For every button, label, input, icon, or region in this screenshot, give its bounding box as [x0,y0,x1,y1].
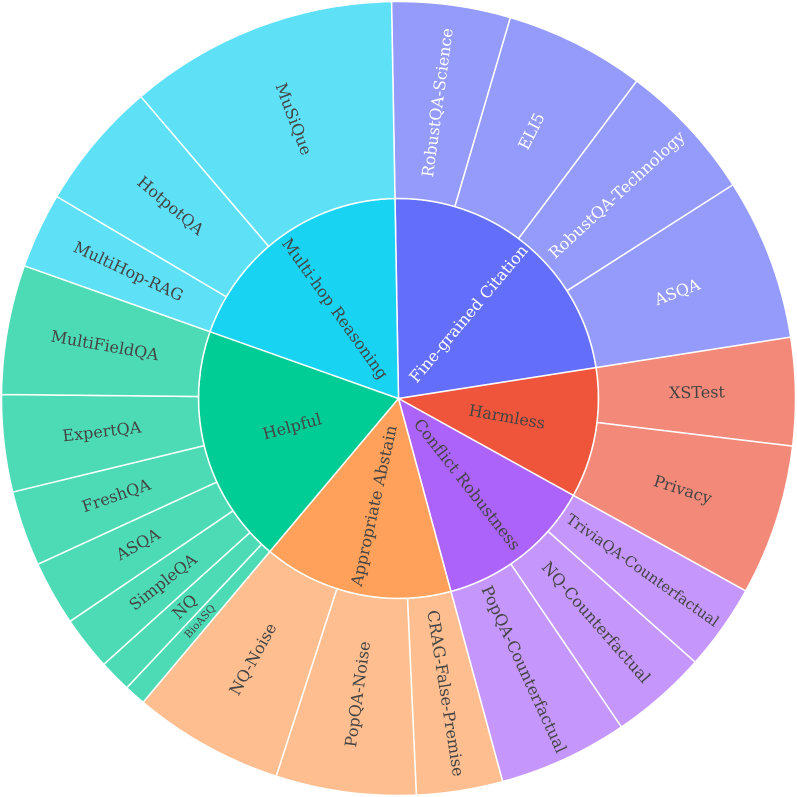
segment-multi-hop-reasoning-musique[interactable] [139,0,396,248]
label-harmless-xstest: XSTest [669,382,726,402]
